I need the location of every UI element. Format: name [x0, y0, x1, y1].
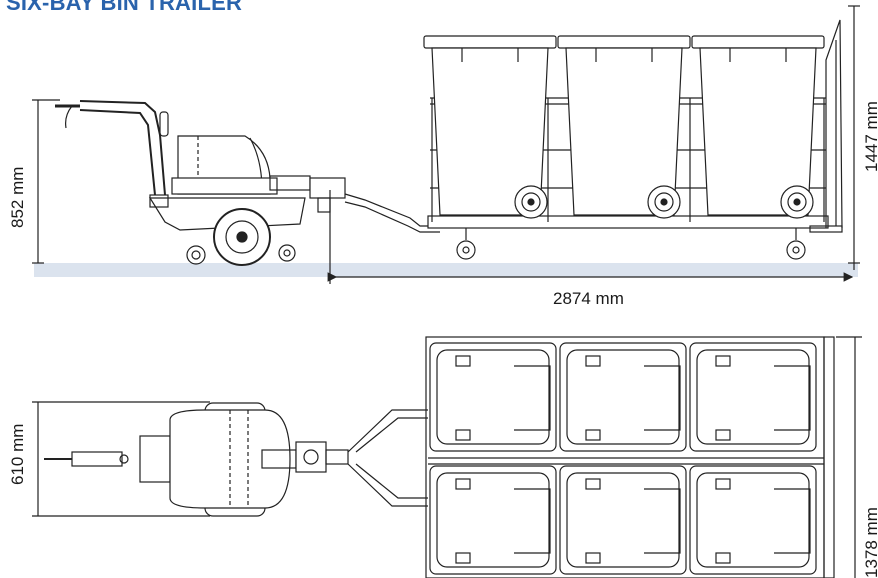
hitch-top	[295, 409, 428, 507]
dim-line-tug-height	[32, 99, 60, 264]
tug-side	[55, 100, 311, 266]
bin-top-r2c3	[689, 465, 817, 575]
trailer-frame-top	[425, 336, 835, 578]
label-trailer-height: 1447 mm	[862, 101, 878, 172]
dim-line-trailer-width	[836, 336, 862, 578]
label-tug-width: 610 mm	[8, 423, 27, 485]
dim-line-length	[327, 190, 854, 284]
label-trailer-width: 1378 mm	[862, 507, 878, 578]
dim-line-tug-width	[32, 401, 210, 517]
tug-top	[44, 402, 297, 517]
label-length: 2874 mm	[553, 289, 624, 308]
diagram-title: SIX-BAY BIN TRAILER	[6, 0, 243, 15]
bin-top-r1c2	[559, 342, 687, 452]
bin-side-3	[691, 35, 825, 219]
bin-side-1	[423, 35, 557, 219]
label-tug-height: 852 mm	[8, 166, 27, 228]
bin-side-2	[557, 35, 691, 219]
bin-top-r2c1	[429, 465, 557, 575]
top-view	[32, 336, 862, 578]
bin-top-r1c1	[429, 342, 557, 452]
hitch-side	[309, 177, 440, 233]
bin-top-r2c2	[559, 465, 687, 575]
side-view	[32, 5, 860, 284]
ground-strip	[34, 263, 858, 277]
dim-line-trailer-height	[848, 5, 860, 270]
bin-top-r1c3	[689, 342, 817, 452]
